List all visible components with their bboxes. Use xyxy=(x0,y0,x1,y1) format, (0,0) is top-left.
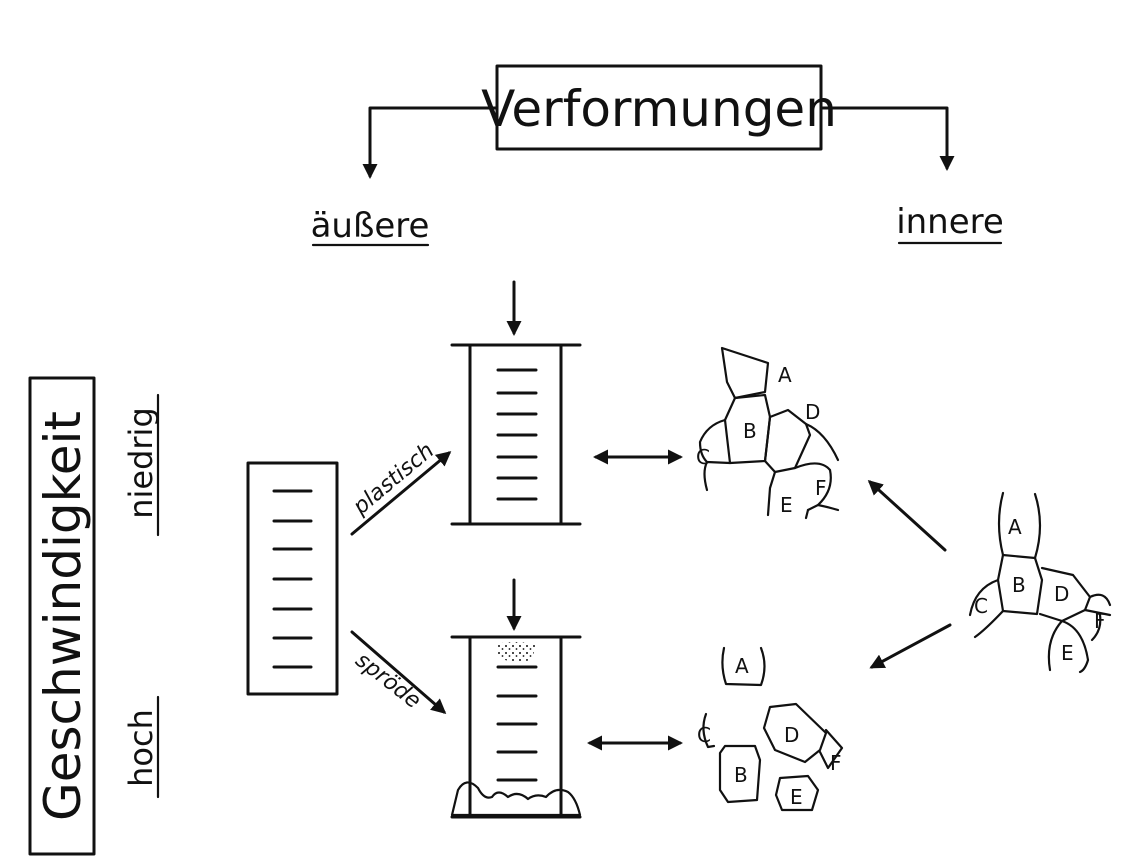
grains-plastic: A B C D E F xyxy=(696,346,840,520)
grain-label: C xyxy=(697,723,711,747)
grains-initial: A B C D E F xyxy=(968,491,1112,674)
speed-axis-title: Geschwindigkeit xyxy=(34,411,92,821)
branch-label-inner: innere xyxy=(896,202,1004,242)
grain-label: E xyxy=(780,493,793,517)
plastic-arrow-label: plastisch xyxy=(348,438,439,520)
plastic-arrow: plastisch xyxy=(348,438,452,536)
brittle-arrow: spröde xyxy=(350,630,447,714)
arrow-to-plastic-grains xyxy=(867,479,947,552)
grain-label: D xyxy=(1054,582,1069,606)
grain-label: E xyxy=(790,785,803,809)
branch-connector-outer xyxy=(362,106,499,179)
grain-label: C xyxy=(696,445,710,469)
brittle-specimen xyxy=(450,578,582,819)
grains-brittle: A B C D E F xyxy=(697,646,844,812)
debris-top xyxy=(496,642,536,662)
grain-label: A xyxy=(735,654,749,678)
grain-label: F xyxy=(1094,609,1106,633)
arrow-to-brittle-grains xyxy=(869,623,952,669)
title-box: Verformungen xyxy=(481,64,837,151)
grain-label: B xyxy=(734,763,748,787)
branch-label-outer: äußere xyxy=(311,206,430,246)
grain-label: F xyxy=(815,476,827,500)
grain-label: B xyxy=(743,419,757,443)
grain-label: B xyxy=(1012,573,1026,597)
grain-label: E xyxy=(1061,641,1074,665)
brittle-arrow-label: spröde xyxy=(351,648,426,714)
grain-label: D xyxy=(805,400,820,424)
speed-high-label: hoch xyxy=(122,709,160,787)
debris-pile xyxy=(450,781,582,817)
speed-low-label: niedrig xyxy=(122,407,160,519)
grain-label: A xyxy=(1008,515,1022,539)
grain-label: C xyxy=(974,594,988,618)
title: Verformungen xyxy=(481,80,837,138)
grain-label: D xyxy=(784,723,799,747)
branch-connector-inner xyxy=(819,106,955,171)
plastic-specimen xyxy=(450,280,582,526)
original-specimen xyxy=(246,461,339,696)
speed-axis: Geschwindigkeit xyxy=(28,376,96,856)
grain-label: F xyxy=(830,751,842,775)
grain-label: A xyxy=(778,363,792,387)
